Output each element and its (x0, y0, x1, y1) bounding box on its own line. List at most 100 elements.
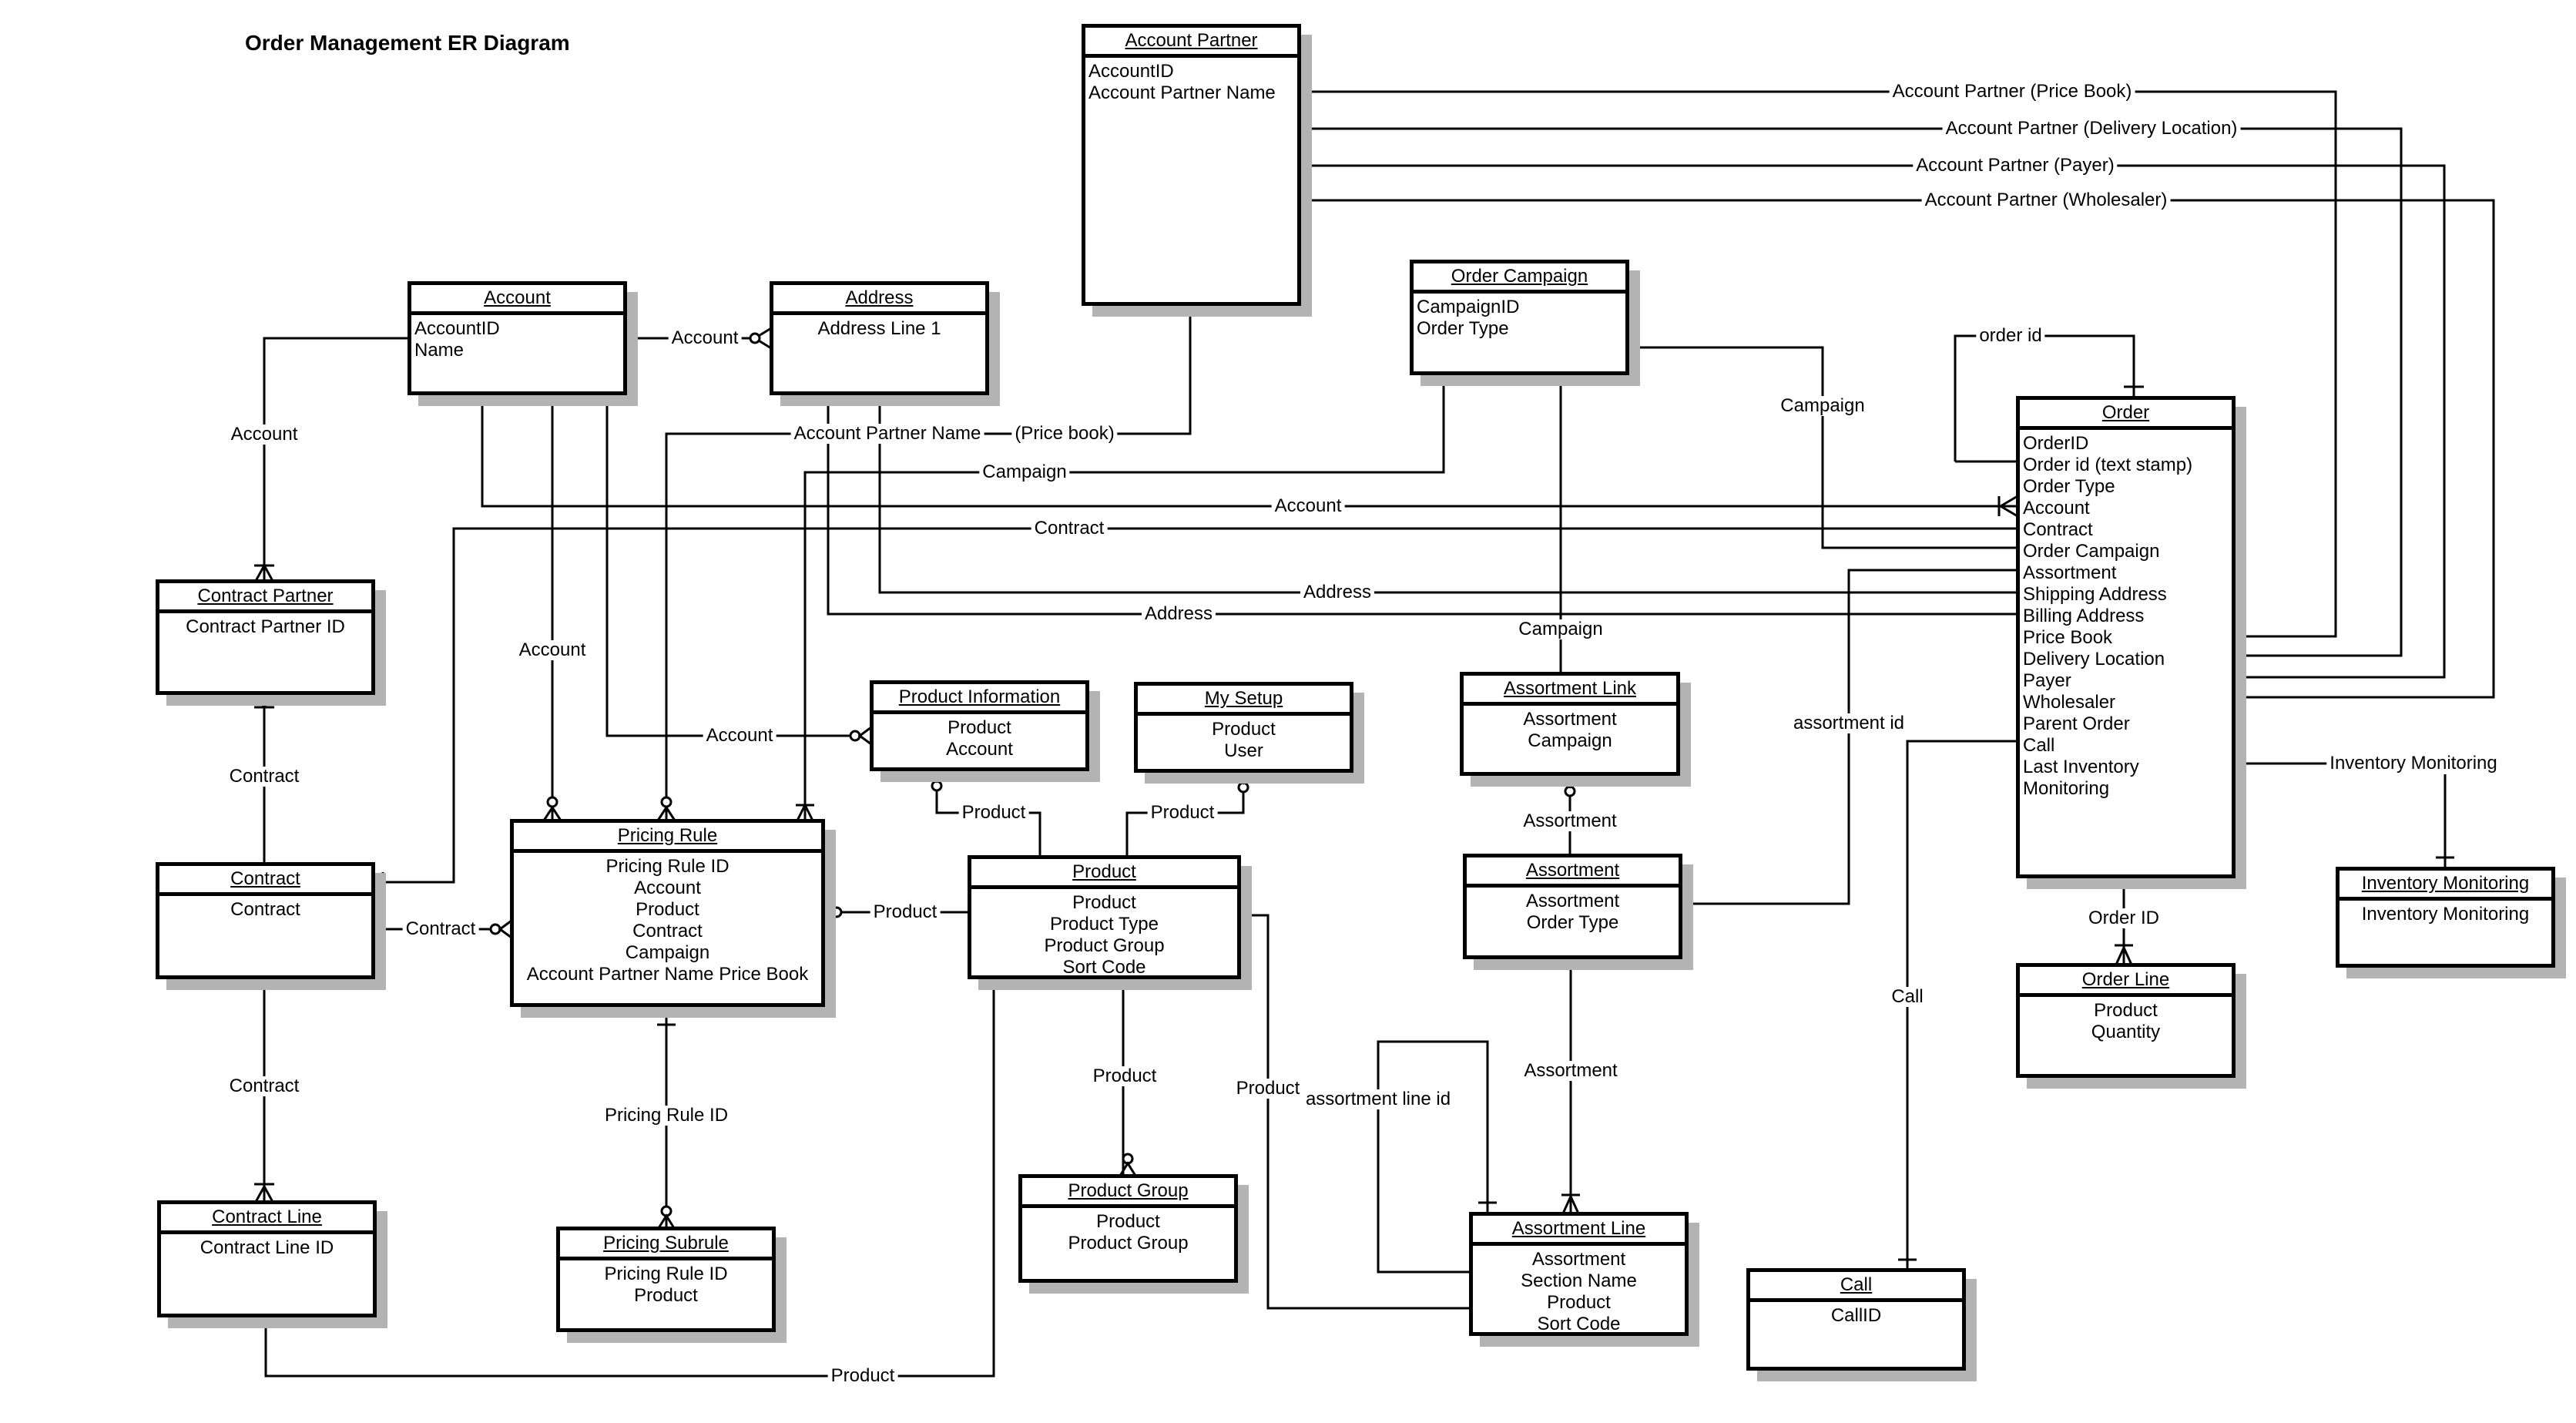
entity-attribute: Assortment (1525, 891, 1620, 911)
entity-attribute: Order Type (1526, 912, 1619, 933)
entity-attribute: Product (636, 899, 699, 920)
rel-inventory-monitoring (2234, 762, 2447, 868)
entity-contract-partner[interactable]: Contract Partner Contract Partner ID (156, 579, 375, 695)
entity-address[interactable]: Address Address Line 1 (770, 281, 989, 395)
label-assortment-assortment-line: Assortment (1521, 1061, 1621, 1081)
entity-attribute: Shipping Address (2023, 584, 2167, 605)
entity-attribute: Campaign (1528, 730, 1612, 751)
label-product-assortment-line: Product (1233, 1079, 1303, 1099)
entity-title: Contract (159, 866, 371, 896)
entity-attribute: Sort Code (1537, 1314, 1621, 1334)
label-call: Call (1888, 987, 1927, 1007)
entity-attribute: Product (1212, 719, 1276, 740)
entity-title: Product Information (874, 684, 1085, 714)
entity-attribute: Contract (2023, 519, 2093, 540)
entity-title: Contract Line (161, 1204, 373, 1234)
label-product-pricing: Product (870, 902, 941, 922)
entity-attribute: Product Group (1068, 1233, 1189, 1254)
entity-attribute: Pricing Rule ID (605, 856, 730, 877)
entity-attribute: Product (2094, 1000, 2158, 1021)
label-ap-wholesaler: Account Partner (Wholesaler) (1921, 190, 2171, 210)
label-campaign-pricing: Campaign (979, 462, 1070, 482)
rel-address-billing (827, 394, 2018, 616)
entity-title: Product (971, 859, 1237, 889)
rel-assortment-id (1681, 569, 2018, 905)
entity-attribute: Account (946, 739, 1013, 760)
entity-attribute: Billing Address (2023, 606, 2145, 626)
label-price-book: (Price book) (1011, 424, 1118, 444)
label-product-contract-line: Product (827, 1366, 898, 1386)
entity-attribute: Call (2023, 735, 2055, 756)
entity-attribute: Product (1547, 1292, 1611, 1313)
entity-attributes: Contract Partner ID (159, 613, 371, 641)
label-product-info-product: Product (958, 803, 1029, 823)
label-assortment-link-assortment: Assortment (1520, 811, 1620, 831)
entity-attribute: Order id (text stamp) (2023, 455, 2193, 475)
entity-contract-line[interactable]: Contract Line Contract Line ID (157, 1200, 377, 1317)
entity-attribute: CampaignID (1417, 297, 1520, 317)
label-order-id: Order ID (2085, 908, 2163, 928)
label-product-product-group: Product (1089, 1066, 1160, 1086)
label-contract-order: Contract (1031, 519, 1108, 539)
entity-attribute: Assortment (1531, 1249, 1626, 1270)
entity-title: Assortment Line (1473, 1216, 1685, 1246)
entity-attribute: AccountID (1088, 61, 1174, 82)
entity-title: Inventory Monitoring (2340, 871, 2551, 901)
label-account-pricing: Account (515, 640, 589, 660)
entity-title: Address (773, 285, 985, 315)
entity-attribute: Product Group (1044, 935, 1165, 956)
entity-title: Call (1750, 1272, 1962, 1302)
rel-ap-wholesaler (1300, 199, 2495, 699)
entity-attributes: CallID (1750, 1302, 1962, 1330)
label-order-id-self: order id (1976, 326, 2045, 346)
rel-ap-price-book (1300, 90, 2337, 638)
entity-attribute: Product (634, 1285, 698, 1306)
entity-attribute: AccountID (414, 318, 500, 339)
label-account-order: Account (1271, 496, 1345, 516)
entity-inventory-monitoring[interactable]: Inventory Monitoring Inventory Monitorin… (2336, 867, 2555, 968)
entity-title: Order Campaign (1414, 263, 1625, 294)
entity-call[interactable]: Call CallID (1746, 1268, 1966, 1371)
entity-attribute: OrderID (2023, 433, 2089, 454)
label-ap-delivery-location: Account Partner (Delivery Location) (1942, 119, 2241, 139)
entity-contract[interactable]: Contract Contract (156, 862, 375, 979)
rel-ap-delivery (1300, 127, 2403, 657)
entity-title: Assortment (1467, 857, 1679, 888)
entity-attribute: Account (2023, 498, 2090, 519)
entity-attribute: Campaign (625, 942, 710, 963)
entity-attribute: Pricing Rule ID (604, 1264, 728, 1284)
rel-ap-payer (1300, 164, 2446, 679)
entity-title: Order Line (2020, 967, 2232, 997)
entity-attribute: Contract Partner ID (186, 616, 345, 637)
rel-campaign-order (1628, 346, 2018, 549)
entity-title: Account (411, 285, 623, 315)
entity-attribute: Account (634, 878, 701, 898)
entity-attribute: Quantity (2091, 1022, 2161, 1042)
rel-contract-order (373, 527, 2018, 884)
entity-title: Product Group (1022, 1178, 1234, 1208)
entity-attribute: Product (1096, 1211, 1160, 1232)
entity-attribute: Account Partner Name Price Book (526, 964, 809, 985)
